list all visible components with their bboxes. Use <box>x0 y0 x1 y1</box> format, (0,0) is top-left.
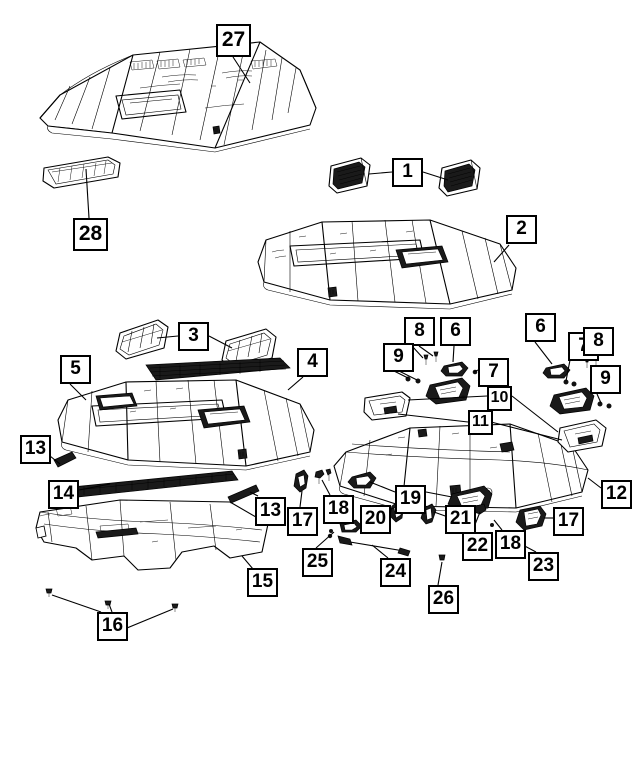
callout-20-catch-hook[interactable]: 20 <box>360 505 391 534</box>
callout-9-washer-nut-left[interactable]: 9 <box>383 343 414 372</box>
callout-number: 24 <box>384 561 407 582</box>
callout-number: 20 <box>364 508 387 529</box>
callout-13-side-seal-strip-right[interactable]: 13 <box>255 497 286 526</box>
callout-number: 17 <box>291 510 314 531</box>
callout-number: 9 <box>393 346 404 367</box>
callout-28-roof-trim-strip[interactable]: 28 <box>73 218 108 251</box>
callout-number: 15 <box>251 571 274 592</box>
callout-16-push-pin-retainer-set[interactable]: 16 <box>97 612 128 641</box>
callout-number: 19 <box>399 488 422 509</box>
callout-number: 3 <box>188 325 199 346</box>
callout-26-pin-retainer-center[interactable]: 26 <box>428 585 459 614</box>
callout-number: 11 <box>472 412 489 430</box>
part-roof-vent-panel-pair <box>328 157 481 197</box>
callout-9-washer-nut-right[interactable]: 9 <box>590 365 621 394</box>
part-hardtop-roof-panel <box>57 379 315 471</box>
hardware-right-hinge-group <box>501 505 547 537</box>
callout-number: 17 <box>557 510 580 531</box>
callout-17-hinge-clamp-right[interactable]: 17 <box>553 507 584 536</box>
callout-15-headliner-insulation-panel[interactable]: 15 <box>247 568 278 597</box>
part-side-seal-strip-left <box>53 451 77 468</box>
callout-14-rear-header-seal[interactable]: 14 <box>48 480 79 509</box>
callout-3-freedom-top-panel-pair[interactable]: 3 <box>178 322 209 351</box>
callout-number: 13 <box>259 500 282 521</box>
callout-number: 21 <box>449 508 472 529</box>
callout-number: 28 <box>78 222 103 245</box>
callout-number: 23 <box>532 555 555 576</box>
callout-number: 10 <box>490 388 509 406</box>
callout-number: 14 <box>52 483 75 504</box>
callout-7-bracket-retainer-left[interactable]: 7 <box>478 358 509 387</box>
part-roof-panel-front-upper <box>39 41 317 153</box>
callout-number: 5 <box>70 358 81 379</box>
hardware-cluster-right <box>542 354 612 415</box>
callout-5-hardtop-roof-panel[interactable]: 5 <box>60 355 91 384</box>
callout-number: 2 <box>516 218 527 239</box>
callout-1-roof-vent-panel-pair[interactable]: 1 <box>392 158 423 187</box>
callout-number: 16 <box>101 615 124 636</box>
callout-24-support-rod-long[interactable]: 24 <box>380 558 411 587</box>
callout-number: 12 <box>605 483 628 504</box>
callout-number: 6 <box>535 316 546 337</box>
part-side-seal-strip-right <box>227 484 260 504</box>
callout-number: 25 <box>306 551 329 572</box>
part-push-pin-retainer-set <box>45 588 179 612</box>
part-headliner-insulation-panel <box>35 499 269 571</box>
callout-8-screw-fastener-left[interactable]: 8 <box>404 317 435 346</box>
callout-2-hardtop-roof-assembly[interactable]: 2 <box>506 215 537 244</box>
callout-6-latch-striker-left[interactable]: 6 <box>440 317 471 346</box>
callout-25-nut-plate-left[interactable]: 25 <box>302 548 333 577</box>
callout-23-nut-plate-right[interactable]: 23 <box>528 552 559 581</box>
callout-18-bolt-right[interactable]: 18 <box>495 530 526 559</box>
callout-number: 4 <box>307 351 318 372</box>
callout-17-hinge-clamp-left[interactable]: 17 <box>287 507 318 536</box>
part-mounting-brackets <box>363 391 607 453</box>
callout-number: 8 <box>414 320 425 341</box>
callout-10-mounting-bracket-pair[interactable]: 10 <box>487 386 512 411</box>
callout-number: 26 <box>432 588 455 609</box>
part-header-weatherstrip-seal <box>145 357 291 381</box>
callout-number: 27 <box>221 28 246 51</box>
callout-13-side-seal-strip-left[interactable]: 13 <box>20 435 51 464</box>
callout-number: 7 <box>488 361 499 382</box>
callout-18-bolt-left[interactable]: 18 <box>323 495 354 524</box>
callout-number: 1 <box>402 161 413 182</box>
callout-number: 13 <box>24 438 47 459</box>
callout-27-roof-panel-front-upper[interactable]: 27 <box>216 24 251 57</box>
part-roof-trim-strip <box>42 156 121 189</box>
callout-8-screw-fastener-right[interactable]: 8 <box>583 327 614 356</box>
callout-number: 6 <box>450 320 461 341</box>
callout-11-support-bracket-rear[interactable]: 11 <box>468 410 493 435</box>
callout-number: 8 <box>593 330 604 351</box>
callout-number: 22 <box>466 535 489 556</box>
callout-12-rear-corner-trim[interactable]: 12 <box>601 480 632 509</box>
callout-number: 18 <box>499 533 522 554</box>
part-rear-header-seal <box>71 470 239 498</box>
callout-22-screw-small[interactable]: 22 <box>462 532 493 561</box>
callout-6-latch-striker-right[interactable]: 6 <box>525 313 556 342</box>
callout-number: 9 <box>600 368 611 389</box>
part-hardtop-roof-assembly <box>257 219 517 310</box>
callout-21-rod-link[interactable]: 21 <box>445 505 476 534</box>
callout-19-latch-assembly-center[interactable]: 19 <box>395 485 426 514</box>
callout-4-header-weatherstrip-seal[interactable]: 4 <box>297 348 328 377</box>
callout-number: 18 <box>327 498 350 519</box>
